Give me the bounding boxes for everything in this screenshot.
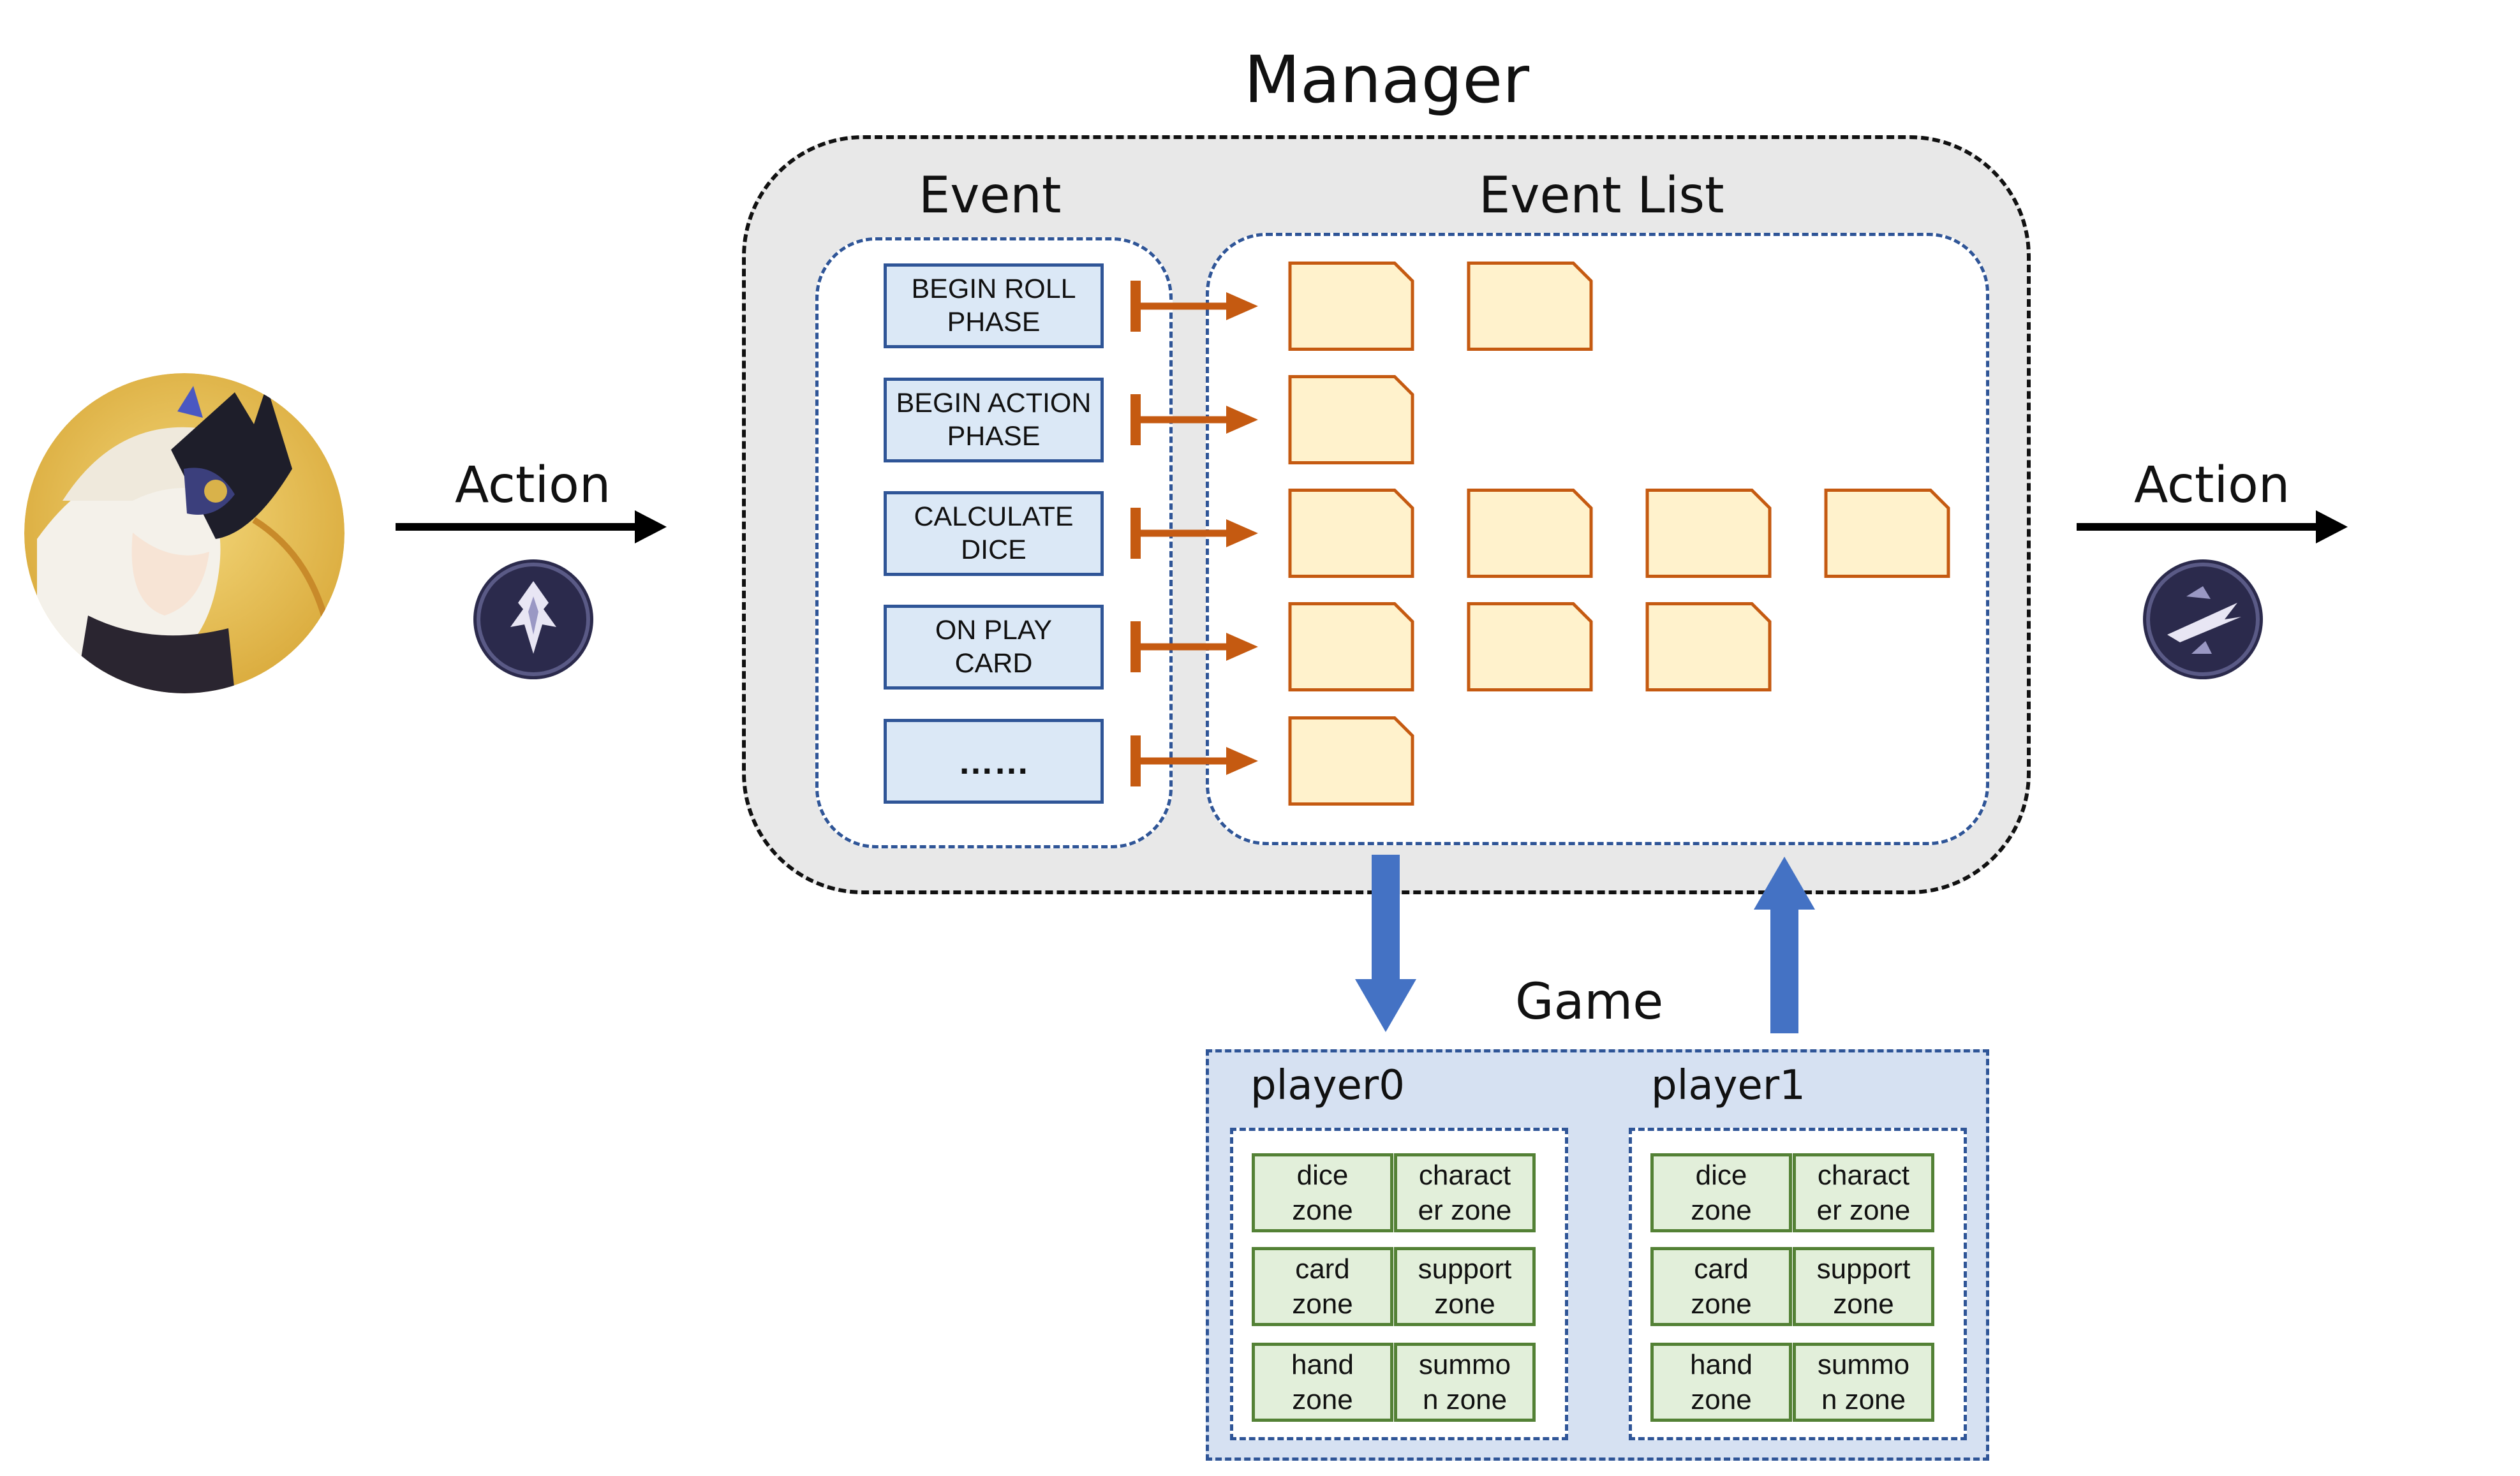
event-list-title: Event List	[1479, 167, 1724, 225]
player1-hand-zone: hand zone	[1650, 1343, 1792, 1422]
event-more-ellipsis: ……	[884, 719, 1104, 804]
player0-hand-zone: hand zone	[1252, 1343, 1393, 1422]
event-title: Event	[919, 167, 1062, 225]
event-connector-head	[1226, 519, 1258, 547]
event-connector-head	[1226, 292, 1258, 320]
event-calculate-dice: CALCULATE DICE	[884, 491, 1104, 576]
event-handler-card	[1288, 262, 1414, 351]
event-handler-card	[1467, 262, 1593, 351]
event-handler-card	[1824, 489, 1950, 578]
player0-summon-zone: summo n zone	[1394, 1343, 1536, 1422]
event-handler-card	[1288, 716, 1414, 806]
action-in-arrow-head	[635, 510, 667, 543]
player1-summon-zone: summo n zone	[1793, 1343, 1934, 1422]
flow-down-arrow	[1372, 855, 1400, 982]
player1-card-zone: card zone	[1650, 1247, 1792, 1326]
event-begin-action-phase: BEGIN ACTION PHASE	[884, 378, 1104, 462]
event-handler-card	[1645, 489, 1772, 578]
flow-up-arrow-head	[1754, 857, 1815, 910]
player0-title: player0	[1250, 1062, 1405, 1109]
player1-dice-zone: dice zone	[1650, 1153, 1792, 1232]
flow-up-arrow	[1770, 906, 1798, 1033]
event-handler-card	[1645, 602, 1772, 691]
action-out-label: Action	[2134, 457, 2290, 514]
player0-dice-zone: dice zone	[1252, 1153, 1393, 1232]
event-handler-card	[1288, 375, 1414, 464]
flow-down-arrow-head	[1355, 979, 1416, 1032]
event-connector-head	[1226, 406, 1258, 434]
player1-support-zone: support zone	[1793, 1247, 1934, 1326]
event-connector-head	[1226, 747, 1258, 775]
action-out-arrow-head	[2316, 510, 2348, 543]
event-connector-head	[1226, 633, 1258, 661]
player0-character-zone: charact er zone	[1394, 1153, 1536, 1232]
player1-character-zone: charact er zone	[1793, 1153, 1934, 1232]
player1-title: player1	[1651, 1062, 1805, 1109]
event-handler-card	[1288, 602, 1414, 691]
character-portrait-icon	[24, 373, 345, 693]
game-title: Game	[1515, 973, 1664, 1031]
event-handler-card	[1467, 489, 1593, 578]
action-emblem-icon	[472, 558, 595, 681]
manager-title: Manager	[1244, 42, 1530, 118]
event-handler-card	[1467, 602, 1593, 691]
action-in-label: Action	[455, 457, 611, 514]
action-arrow-emblem-icon	[2142, 558, 2264, 681]
event-on-play-card: ON PLAY CARD	[884, 605, 1104, 690]
player0-card-zone: card zone	[1252, 1247, 1393, 1326]
event-handler-card	[1288, 489, 1414, 578]
player0-support-zone: support zone	[1394, 1247, 1536, 1326]
event-begin-roll-phase: BEGIN ROLL PHASE	[884, 263, 1104, 348]
